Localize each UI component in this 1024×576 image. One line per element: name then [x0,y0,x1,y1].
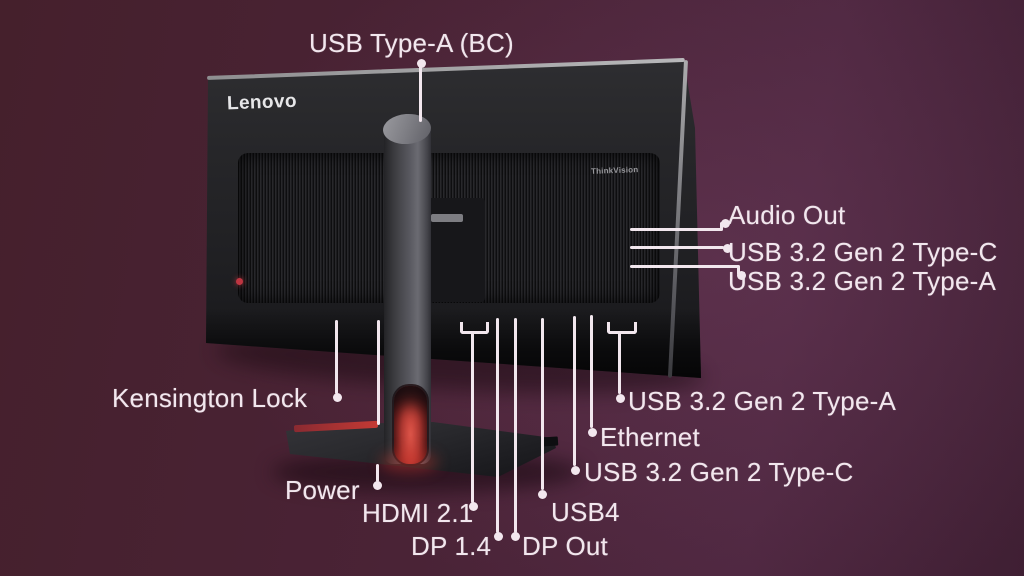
label-usb-a-rear: USB 3.2 Gen 2 Type-A [628,386,896,416]
callout-dot-usb-c-rear [570,465,580,475]
leader-line-power-upper [376,320,380,425]
label-dp-out: DP Out [522,531,608,561]
leader-line-audio-out [630,227,722,231]
label-usb-c-side: USB 3.2 Gen 2 Type-C [728,237,998,267]
leader-line-usb-a-bc [418,66,422,122]
bracket-usb-a-rear-ports [607,322,637,334]
leader-line-usb-c-side [630,245,724,249]
callout-dot-power [372,480,382,490]
leader-line-dp14 [495,318,499,533]
label-audio-out: Audio Out [728,200,846,230]
label-hdmi-21: HDMI 2.1 [362,498,474,528]
red-accent-dot [236,278,243,285]
leader-line-usb-c-rear [572,316,576,466]
label-ethernet: Ethernet [600,422,700,452]
callout-dot-dp14 [493,531,503,541]
label-kensington-lock: Kensington Lock [112,383,308,413]
leader-line-usb-a-side [630,264,740,268]
callout-dot-usb-c-side [722,243,732,253]
callout-dot-usb-a-rear [615,393,625,403]
leader-line-usb4 [540,318,544,490]
leader-line-power-lower [375,464,379,482]
callout-dot-kensington [332,392,342,402]
leader-line-kensington [334,320,338,394]
leader-line-audio-out-elbow [719,222,723,231]
bracket-hdmi-ports [460,322,489,334]
callout-dot-dp-out [510,531,520,541]
callout-dot-usb-a-side [736,270,746,280]
red-glow [380,452,438,472]
label-dp-14: DP 1.4 [411,531,492,561]
label-usb4: USB4 [551,497,620,527]
label-usb-type-a-bc: USB Type-A (BC) [309,28,514,58]
leader-line-usb-a-side-elbow [736,266,740,275]
leader-line-dp-out [513,318,517,533]
label-power: Power [285,475,360,505]
leader-line-usb-a-rear [617,331,621,394]
leader-line-hdmi [470,331,474,503]
thinkvision-logo: ThinkVision [590,165,639,176]
stand-mount-latch [431,214,463,222]
cable-management-hole [392,384,429,466]
vent-ribbed-panel [238,153,660,303]
callout-dot-usb4 [537,489,547,499]
callout-dot-hdmi [468,501,478,511]
lenovo-logo: Lenovo [226,90,298,115]
label-usb-a-side: USB 3.2 Gen 2 Type-A [728,266,996,296]
callout-dot-usb-a-bc [416,58,426,68]
callout-dot-ethernet [587,427,597,437]
label-usb-c-rear: USB 3.2 Gen 2 Type-C [584,457,854,487]
leader-line-ethernet [589,315,593,428]
callout-dot-audio-out [720,218,730,228]
